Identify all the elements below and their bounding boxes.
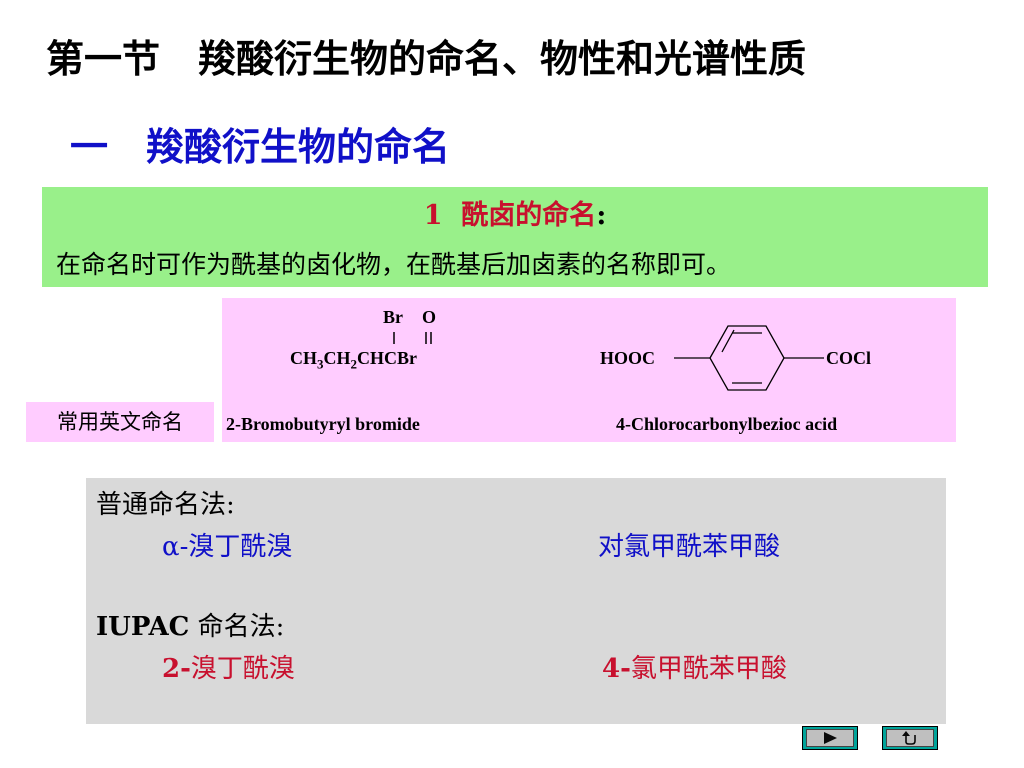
acyl-halide-heading: 1 酰卤的命名: [42, 193, 988, 232]
acyl-halide-box: 1 酰卤的命名: 在命名时可作为酰基的卤化物，在酰基后加卤素的名称即可。 [42, 187, 988, 287]
iupac-cn: 命名法 [189, 612, 276, 642]
left-formula: CH3CH2CHCBr [290, 348, 417, 373]
substituent-o: O [422, 307, 437, 327]
common-name-left: α-溴丁酰溴 [162, 526, 292, 563]
left-english-name: 2-Bromobutyryl bromide [226, 414, 420, 434]
iupac-naming-label: IUPAC 命名法: [96, 606, 284, 643]
return-button[interactable] [882, 726, 938, 750]
formula-sub-3: 3 [317, 356, 324, 372]
alpha-symbol: α [162, 532, 180, 562]
heading-number: 1 [423, 200, 443, 231]
slide-title: 第一节 羧酸衍生物的命名、物性和光谱性质 [46, 36, 807, 81]
formula-sub-2: 2 [350, 356, 358, 372]
iupac-left-num: 2- [162, 654, 191, 684]
hooc-group: HOOC [600, 348, 656, 368]
iupac-right-num: 4- [602, 654, 631, 684]
benzene-ring [674, 325, 824, 391]
common-left-text: -溴丁酰溴 [179, 532, 293, 562]
bond-lines [393, 332, 432, 344]
formula-ch-a: CH [290, 348, 317, 368]
next-button-face [806, 729, 854, 747]
heading-text: 酰卤的命名 [461, 200, 597, 231]
iupac-name-right: 4-氯甲酰苯甲酸 [602, 648, 787, 685]
formula-chcbr: CHCBr [357, 348, 417, 368]
heading-colon: : [596, 200, 607, 231]
cocl-group: COCl [826, 348, 871, 368]
iupac-left-text: 溴丁酰溴 [190, 654, 295, 684]
structures-panel: Br O CH3CH2CHCBr 2-Bromobutyryl bromide … [222, 298, 956, 442]
play-triangle-icon [824, 732, 837, 744]
return-arrow-icon [902, 731, 916, 745]
english-naming-label: 常用英文命名 [26, 402, 214, 442]
iupac-latin: IUPAC [96, 612, 190, 642]
next-slide-button[interactable] [802, 726, 858, 750]
iupac-right-text: 氯甲酰苯甲酸 [630, 654, 787, 684]
common-naming-label: 普通命名法: [96, 484, 235, 521]
common-label-text: 普通命名法 [96, 490, 227, 520]
acyl-halide-description: 在命名时可作为酰基的卤化物，在酰基后加卤素的名称即可。 [56, 250, 732, 279]
common-label-colon: : [226, 490, 235, 520]
section-heading: 一 羧酸衍生物的命名 [70, 124, 451, 169]
common-name-right: 对氯甲酰苯甲酸 [598, 532, 781, 562]
substituent-br: Br [383, 307, 403, 327]
iupac-colon: : [275, 612, 285, 642]
right-english-name: 4-Chlorocarbonylbezioc acid [616, 414, 838, 434]
return-button-face [886, 729, 934, 747]
naming-methods-box: 普通命名法: α-溴丁酰溴 对氯甲酰苯甲酸 IUPAC 命名法: 2-溴丁酰溴 … [86, 478, 946, 724]
formula-ch-b: CH [323, 348, 351, 368]
iupac-name-left: 2-溴丁酰溴 [162, 648, 295, 685]
